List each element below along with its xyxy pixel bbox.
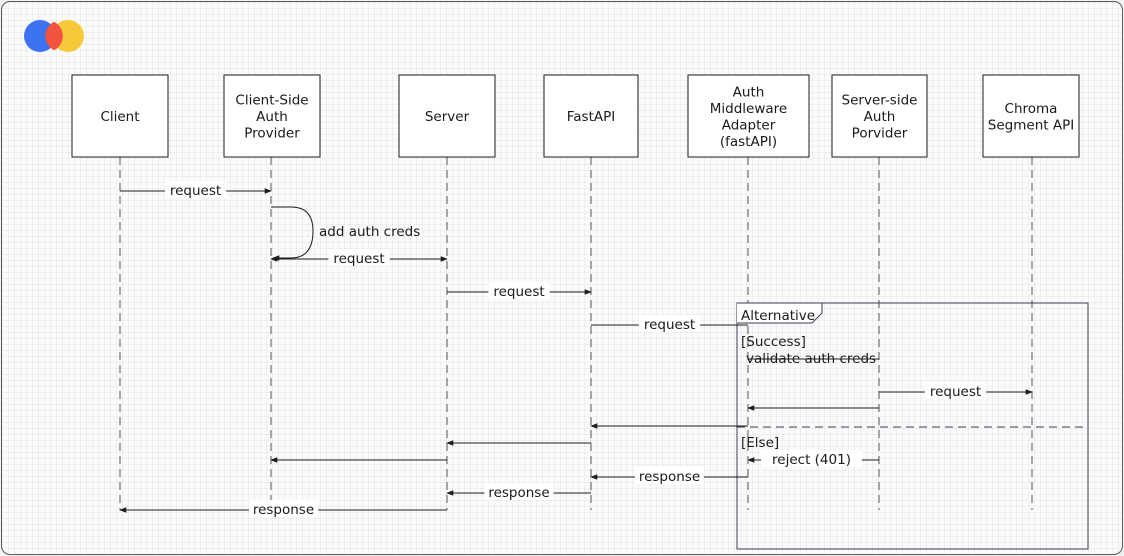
participant-box-client <box>71 74 169 158</box>
message-label: request <box>493 284 544 300</box>
message-label: request <box>930 384 981 400</box>
participant-label-client: Client <box>100 109 139 125</box>
message-label: add auth creds <box>319 224 420 240</box>
participant-label-chroma: Chroma <box>1005 101 1058 117</box>
message-label: request <box>170 183 221 199</box>
message-label-bg <box>488 282 550 299</box>
message-label-bg <box>248 500 319 517</box>
participant-label-ama: (fastAPI) <box>720 134 777 150</box>
message-label: reject (401) <box>772 452 851 468</box>
participant-label-ssap: Server-side <box>842 93 918 109</box>
message-ssap-to-ama: reject (401) <box>747 450 879 468</box>
alt-fragment: Alternative [Success] [Else] <box>736 302 1089 550</box>
message-label-bg <box>164 181 227 198</box>
message-label-bg <box>924 382 987 399</box>
message-label: response <box>488 485 549 501</box>
message-label-bg <box>638 315 701 332</box>
message-csap-to-server: request <box>270 249 448 267</box>
message-client-to-csap: request <box>120 181 272 199</box>
participant-label-ssap: Auth <box>864 109 896 125</box>
message-server-to-fastapi: request <box>447 282 592 300</box>
message-label: response <box>253 502 314 518</box>
alt-success-guard: [Success] <box>741 334 806 350</box>
message-fastapi-to-ama: request <box>591 315 748 333</box>
participant-box-fastapi <box>543 74 639 158</box>
logo-red-lens <box>45 21 63 51</box>
message-ssap-to-chroma: request <box>879 382 1033 400</box>
self-message-arrow <box>271 206 314 261</box>
message-label: validate auth creds <box>746 351 876 367</box>
message-label: request <box>333 251 384 267</box>
participant-label-fastapi: FastAPI <box>567 109 615 125</box>
message-label-bg <box>634 467 705 484</box>
messages: request add auth creds request request reque… <box>119 181 1033 518</box>
message-fastapi-to-server: response <box>446 483 591 501</box>
message-label: request <box>644 317 695 333</box>
alt-fragment-title-tab <box>737 302 823 324</box>
participant-label-chroma: Segment API <box>988 117 1074 133</box>
participant-box-ama <box>687 74 810 158</box>
participant-label-server: Server <box>425 109 470 125</box>
participant-box-ssap <box>831 74 928 158</box>
participant-label-ama: Adapter <box>722 117 776 133</box>
participant-server: Server <box>398 74 496 158</box>
message-server-to-client: response <box>119 500 447 518</box>
participant-box-csap <box>223 74 321 158</box>
lifelines <box>119 157 1033 510</box>
message-ama-to-ssap: validate auth creds <box>746 351 879 367</box>
participant-label-csap: Provider <box>244 126 300 142</box>
participant-fastapi: FastAPI <box>543 74 639 158</box>
alt-fragment-title: Alternative <box>741 308 815 324</box>
participant-client: Client <box>71 74 169 158</box>
alt-else-guard: [Else] <box>741 435 779 451</box>
participant-label-csap: Client-Side <box>235 93 308 109</box>
participant-box-server <box>398 74 496 158</box>
participant-label-ssap: Porvider <box>852 126 908 142</box>
message-label-bg <box>484 483 554 500</box>
participant-box-chroma <box>982 74 1080 158</box>
app-logo <box>24 20 84 52</box>
message-label-bg <box>761 450 862 467</box>
participant-label-ama: Middleware <box>710 101 787 117</box>
participant-label-ama: Auth <box>733 84 765 100</box>
message-label-bg <box>328 249 390 266</box>
message-ama-to-fastapi: response <box>590 467 748 485</box>
participant-label-csap: Auth <box>256 109 288 125</box>
message-label: response <box>639 469 700 485</box>
